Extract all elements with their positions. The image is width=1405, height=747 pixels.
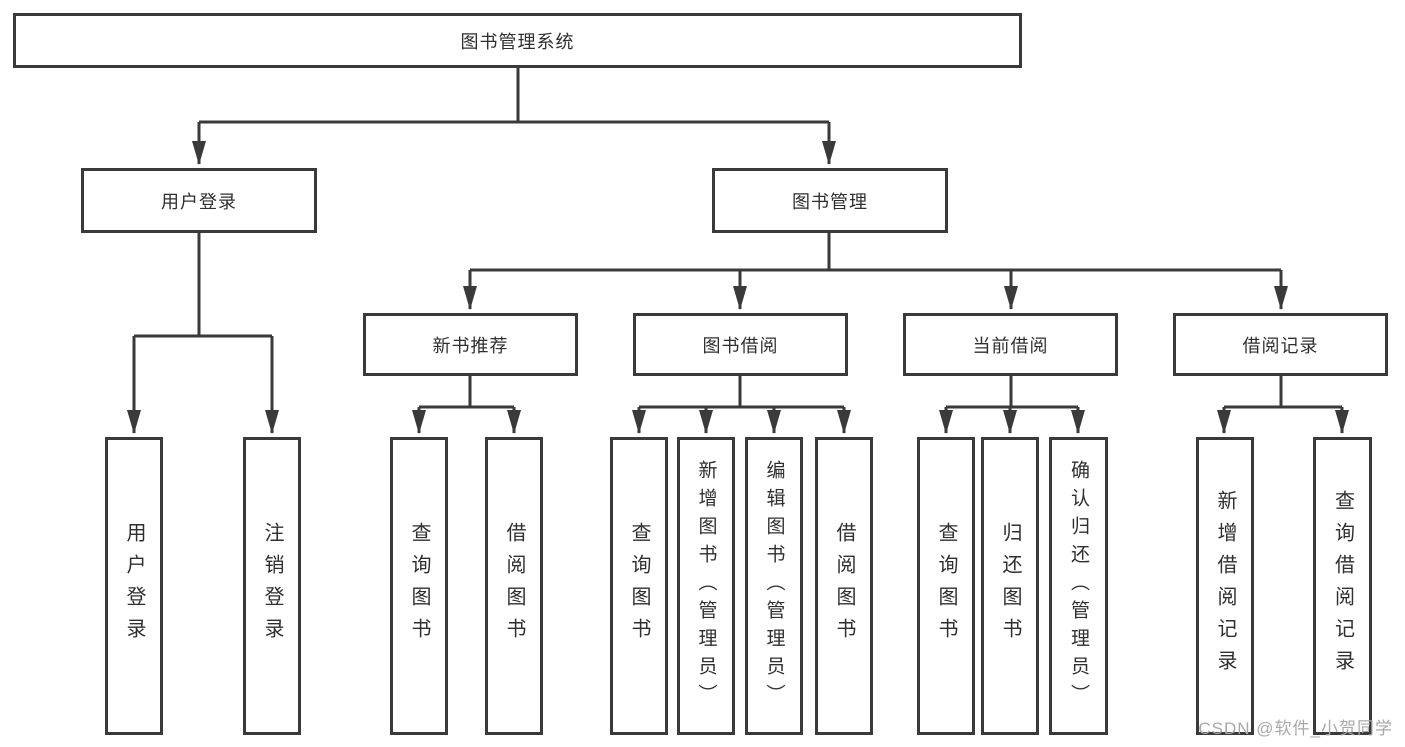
node-book-management: 图书管理 bbox=[712, 168, 948, 233]
leaf-query-book-2: 查询图书 bbox=[610, 437, 668, 735]
leaf-add-book-admin: 新增图书（管理员） bbox=[677, 437, 735, 735]
leaf-add-borrow-record: 新增借阅记录 bbox=[1196, 437, 1254, 735]
leaf-user-login: 用户登录 bbox=[105, 437, 163, 735]
leaf-edit-book-admin: 编辑图书（管理员） bbox=[745, 437, 803, 735]
leaf-borrow-book-1: 借阅图书 bbox=[485, 437, 543, 735]
node-user-login-label: 用户登录 bbox=[161, 191, 237, 212]
node-root: 图书管理系统 bbox=[13, 13, 1022, 68]
node-book-management-label: 图书管理 bbox=[792, 191, 868, 212]
leaf-query-book-1-label: 查询图书 bbox=[408, 522, 430, 650]
node-borrow-records-label: 借阅记录 bbox=[1242, 335, 1319, 356]
leaf-logout-label: 注销登录 bbox=[261, 522, 283, 650]
leaf-query-book-2-label: 查询图书 bbox=[628, 522, 650, 650]
leaf-edit-book-admin-label: 编辑图书（管理员） bbox=[763, 460, 785, 712]
leaf-borrow-book-2-label: 借阅图书 bbox=[833, 522, 855, 650]
leaf-query-borrow-record-label: 查询借阅记录 bbox=[1331, 490, 1354, 682]
node-user-login: 用户登录 bbox=[81, 168, 317, 233]
leaf-logout: 注销登录 bbox=[243, 437, 301, 735]
leaf-return-book-label: 归还图书 bbox=[999, 522, 1021, 650]
node-book-borrow-label: 图书借阅 bbox=[702, 335, 779, 356]
node-new-book-recommend-label: 新书推荐 bbox=[432, 335, 509, 356]
leaf-query-book-1: 查询图书 bbox=[390, 437, 448, 735]
leaf-borrow-book-1-label: 借阅图书 bbox=[503, 522, 525, 650]
node-book-borrow: 图书借阅 bbox=[633, 313, 848, 376]
leaf-query-borrow-record: 查询借阅记录 bbox=[1313, 437, 1372, 735]
node-new-book-recommend: 新书推荐 bbox=[363, 313, 578, 376]
node-current-borrow: 当前借阅 bbox=[903, 313, 1118, 376]
leaf-query-book-3: 查询图书 bbox=[917, 437, 975, 735]
leaf-return-book: 归还图书 bbox=[981, 437, 1039, 735]
leaf-borrow-book-2: 借阅图书 bbox=[815, 437, 873, 735]
node-current-borrow-label: 当前借阅 bbox=[972, 335, 1049, 356]
node-borrow-records: 借阅记录 bbox=[1173, 313, 1388, 376]
leaf-query-book-3-label: 查询图书 bbox=[935, 522, 957, 650]
node-root-label: 图书管理系统 bbox=[460, 31, 575, 52]
leaf-user-login-label: 用户登录 bbox=[123, 522, 145, 650]
leaf-add-borrow-record-label: 新增借阅记录 bbox=[1214, 490, 1236, 682]
leaf-add-book-admin-label: 新增图书（管理员） bbox=[695, 460, 717, 712]
leaf-confirm-return-admin-label: 确认归还（管理员） bbox=[1068, 460, 1089, 712]
leaf-confirm-return-admin: 确认归还（管理员） bbox=[1049, 437, 1108, 735]
